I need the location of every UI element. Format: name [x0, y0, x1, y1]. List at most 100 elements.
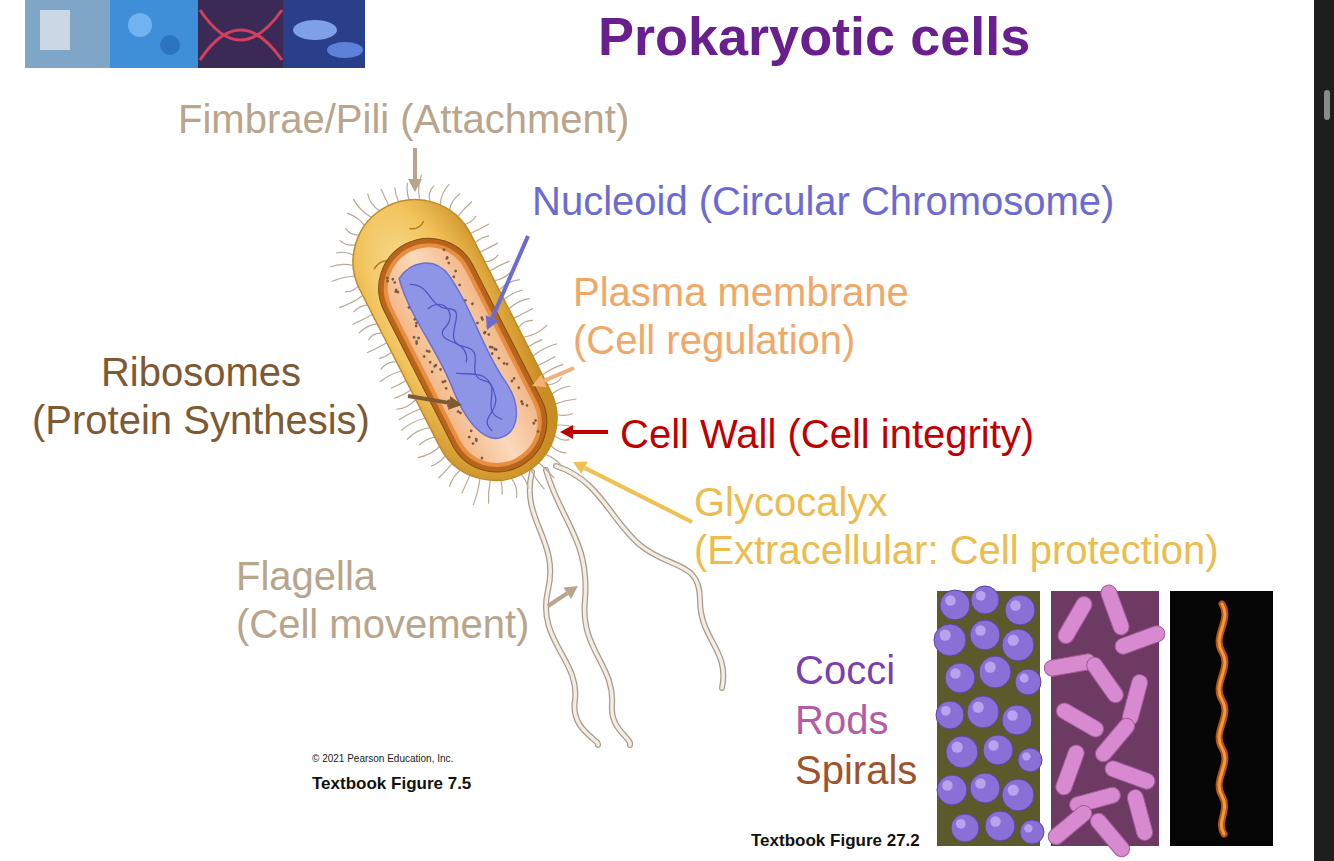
coccus	[967, 696, 999, 728]
ribosome	[512, 377, 516, 381]
pilus	[367, 192, 380, 212]
coccus-highlight	[1010, 600, 1021, 611]
ribosome	[520, 400, 524, 404]
ribosome	[490, 352, 494, 356]
pilus	[418, 447, 441, 460]
pilus	[353, 314, 373, 324]
pilus	[555, 394, 576, 408]
coccus	[985, 811, 1015, 841]
shape-label: Rods	[795, 696, 888, 744]
arrow-head	[563, 586, 578, 599]
pilus	[539, 459, 555, 481]
ribosome	[393, 281, 397, 285]
coccus-highlight	[985, 662, 996, 673]
ribosome	[428, 360, 432, 364]
ribosome	[417, 336, 421, 340]
pilus	[347, 209, 365, 231]
rod	[1092, 715, 1138, 765]
pilus	[430, 456, 447, 467]
pilus	[391, 380, 406, 388]
pilus	[479, 480, 499, 503]
pilus	[514, 308, 533, 318]
leader-line	[413, 148, 417, 179]
pilus	[545, 450, 562, 471]
ribosome	[510, 379, 514, 383]
ribosome	[467, 435, 471, 439]
ribosome	[534, 419, 538, 423]
scroll-thumb	[1324, 90, 1330, 120]
part-label: Cell Wall (Cell integrity)	[620, 410, 1034, 458]
coccus	[934, 624, 966, 656]
coccus-highlight	[1024, 824, 1032, 832]
pilus	[392, 187, 401, 201]
rod	[1084, 654, 1127, 706]
coccus	[940, 590, 970, 620]
coccus	[970, 773, 1000, 803]
ribosome	[482, 331, 486, 335]
pilus	[340, 235, 356, 250]
pilus	[464, 479, 489, 506]
part-label: Ribosomes (Protein Synthesis)	[28, 348, 374, 444]
coccus-highlight	[952, 742, 963, 753]
pilus	[380, 360, 397, 370]
coccus	[1002, 779, 1034, 811]
pilus	[367, 343, 387, 353]
arrow-head	[573, 462, 588, 475]
coccus-highlight	[950, 668, 961, 679]
coccus	[1002, 629, 1034, 661]
ribosome	[464, 298, 468, 302]
rod	[1099, 583, 1132, 637]
ribosome	[480, 456, 484, 460]
coccus-highlight	[940, 630, 951, 641]
slide-title: Prokaryotic cells	[598, 4, 1030, 69]
coccus	[983, 735, 1013, 765]
scrollbar	[1314, 0, 1334, 861]
ribosome	[412, 335, 416, 339]
ribosome	[414, 324, 418, 328]
ribosome	[415, 342, 419, 346]
ribosome	[444, 386, 448, 390]
coccus-highlight	[1008, 785, 1019, 796]
coccus-highlight	[973, 702, 984, 713]
ribosome	[445, 256, 449, 260]
rod	[1103, 759, 1157, 792]
pilus	[353, 304, 368, 312]
ribosome	[442, 248, 446, 252]
ribosome	[471, 302, 475, 306]
pilus	[396, 399, 416, 411]
coccus	[1018, 748, 1042, 772]
part-label: Flagella (Cell movement)	[236, 552, 556, 648]
part-label: Fimbrae/Pili (Attachment)	[178, 95, 629, 143]
pilus	[379, 352, 392, 359]
coccus-highlight	[975, 778, 986, 789]
coccus-highlight	[975, 625, 986, 636]
coccus-highlight	[941, 706, 951, 716]
leader-line	[548, 593, 567, 606]
pilus	[330, 257, 353, 275]
coccus-highlight	[1007, 710, 1018, 721]
figure-reference: Textbook Figure 7.5	[312, 774, 471, 794]
pilus	[398, 408, 420, 420]
coccus	[979, 656, 1011, 688]
pilus	[455, 202, 476, 217]
part-label: Nucleoid (Circular Chromosome)	[532, 177, 1114, 225]
ribosome	[476, 321, 480, 325]
coccus	[936, 701, 964, 729]
leader-line	[573, 430, 608, 434]
pilus	[456, 475, 476, 493]
arrow-head	[560, 425, 573, 439]
pilus	[445, 470, 465, 487]
ribosome	[483, 330, 487, 334]
rod	[1055, 593, 1095, 646]
ribosome	[427, 350, 431, 354]
arrow-head	[448, 396, 462, 410]
part-label: Glycocalyx (Extracellular: Cell protecti…	[694, 478, 1254, 574]
pilus	[358, 322, 377, 333]
pilus	[380, 370, 402, 382]
pilus	[552, 384, 571, 395]
coccus-highlight	[942, 780, 953, 791]
coccus-highlight	[945, 595, 956, 606]
pilus	[475, 235, 489, 243]
pilus	[528, 339, 542, 346]
pilus	[418, 436, 434, 445]
